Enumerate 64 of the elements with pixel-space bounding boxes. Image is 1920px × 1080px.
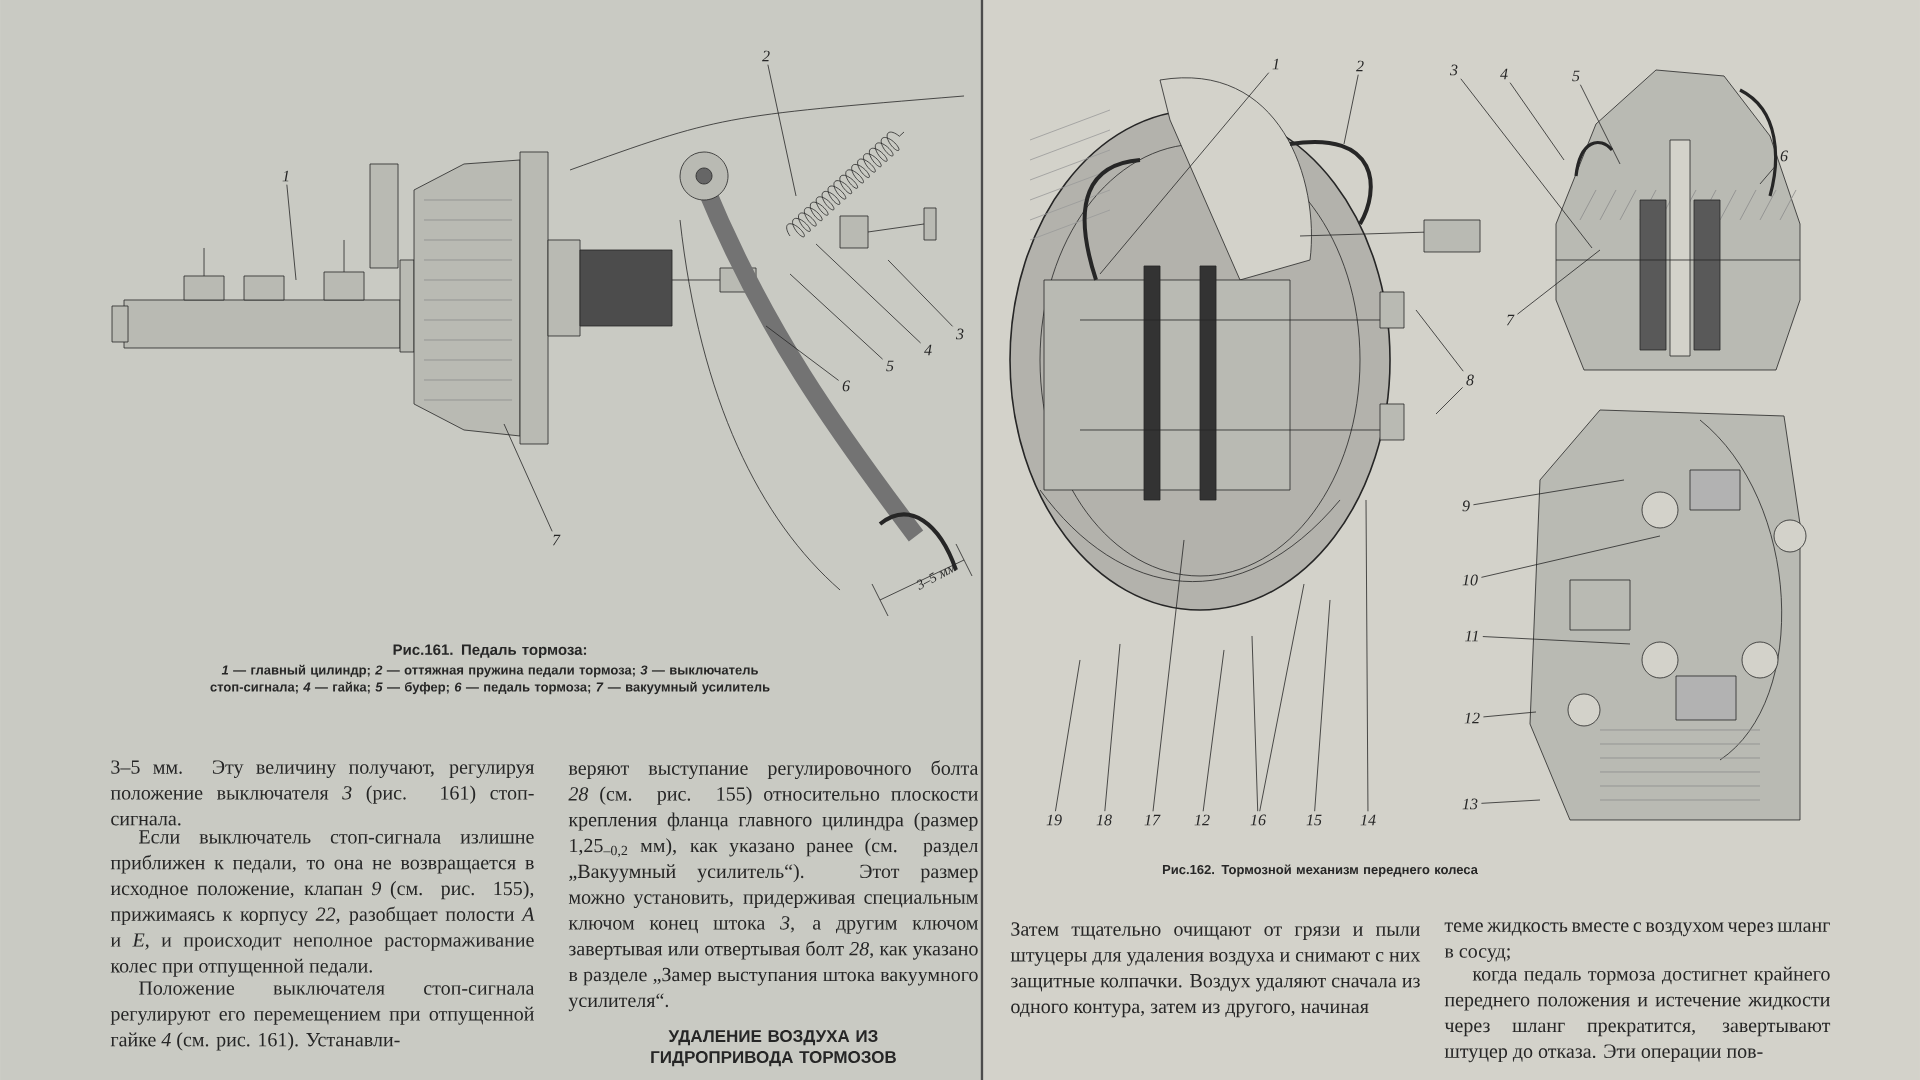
callout-number: 17	[1144, 814, 1161, 826]
body-paragraph: когда педаль тормоза достигнет крайнего переднего положения и истечение жидкости через шланг прекратится, завертывают штуцер до отказа. Эти операции пов-	[1444, 966, 1831, 1063]
callout-number: 9	[1462, 500, 1470, 512]
leader-line	[765, 325, 839, 381]
callout-number: 11	[1465, 630, 1478, 642]
callout-number: 1	[1272, 58, 1279, 70]
callout-number: 19	[1046, 814, 1062, 826]
body-paragraph: Положение выключателя стоп-сигнала регулируют его перемещением при отпущенной гайке 4 (см. рис. 161). Устанавли-	[110, 981, 535, 1051]
callout-number: 13	[1462, 798, 1478, 810]
leader-line	[1435, 387, 1463, 415]
callout-number: 2	[1356, 60, 1364, 72]
leader-line	[1055, 659, 1081, 812]
leader-line	[1460, 78, 1593, 249]
callout-number: 12	[1194, 814, 1210, 826]
leader-line	[286, 184, 297, 281]
callout-number: 3	[956, 328, 964, 340]
leader-line	[1481, 799, 1541, 804]
leader-line	[1202, 649, 1225, 812]
leader-line	[1314, 599, 1331, 812]
leader-line	[1473, 479, 1625, 506]
leader-line	[503, 423, 553, 532]
callout-number: 1	[282, 170, 289, 182]
callout-number: 16	[1250, 814, 1266, 826]
leader-line	[1099, 72, 1270, 275]
callout-number: 12	[1464, 712, 1480, 724]
callout-number: 18	[1096, 814, 1112, 826]
callout-number: 7	[552, 534, 561, 546]
leader-line	[1415, 309, 1464, 372]
callout-number: 4	[1500, 68, 1508, 80]
leader-line	[1517, 249, 1601, 315]
leader-line	[1481, 535, 1661, 578]
callout-number: 5	[1572, 70, 1580, 82]
body-paragraph: Если выключатель стоп-сигнала излишне приближен к педали, то она не возвращается в исходное положение, клапан 9 (см. рис. 155), прижимаясь к корпусу 22, разобщает полости А и Е, и происходит неполное растормаживание колес при отпущенной педали.	[110, 830, 535, 977]
body-paragraph: 3–5 мм. Эту величину получают, регулируя положение выключателя 3 (рис. 161) стоп-сигнала.	[110, 760, 535, 826]
section-heading: УДАЛЕНИЕ ВОЗДУХА ИЗ ГИДРОПРИВОДА ТОРМОЗОВ	[651, 1030, 896, 1067]
leader-line	[789, 273, 883, 360]
callout-number: 10	[1462, 574, 1478, 586]
callout-number: 14	[1360, 814, 1376, 826]
leader-line	[1759, 164, 1777, 185]
leader-line	[1579, 84, 1621, 165]
leader-line	[887, 259, 953, 327]
leader-line	[815, 243, 921, 344]
leader-line	[1365, 499, 1369, 812]
leader-line	[767, 64, 797, 197]
body-paragraph: теме жидкость вместе с воздухом через шланг в сосуд;	[1444, 922, 1830, 962]
callout-number: 15	[1306, 814, 1322, 826]
callout-number: 7	[1506, 314, 1515, 326]
body-paragraph: Затем тщательно очищают от грязи и пыли штуцеры для удаления воздуха и снимают с них защитные колпачки. Воздух удаляют сначала из одного контура, затем из другого, начиная	[1010, 922, 1421, 1018]
callout-number: 6	[1780, 150, 1788, 162]
leader-line	[1104, 643, 1121, 812]
callout-number: 3	[1450, 64, 1458, 76]
callout-number: 2	[762, 50, 770, 62]
callout-number: 6	[842, 380, 850, 392]
leader-line	[1251, 635, 1259, 812]
leader-line	[1259, 583, 1305, 812]
leader-line	[1343, 74, 1359, 145]
callout-number: 8	[1466, 374, 1474, 386]
leader-line	[1482, 636, 1631, 645]
leader-line	[1483, 711, 1537, 718]
callout-number: 5	[886, 360, 894, 372]
leader-line	[1509, 82, 1565, 161]
callout-number: 4	[924, 344, 932, 356]
body-paragraph: веряют выступание регулировочного болта 28 (см. рис. 155) относительно плоскости крепления фланца главного цилиндра (размер 1,25$_{–0,2}$ мм), как указано ранее (см. раздел „Вакуумный усилитель“). Этот размер можно установить, придерживая специальным ключом конец штока 3, а другим ключом завертывая или отвертывая болт 28, как указано в разделе „Замер выступания штока вакуумного усилителя“.	[568, 760, 979, 1012]
leader-line	[1152, 539, 1185, 812]
